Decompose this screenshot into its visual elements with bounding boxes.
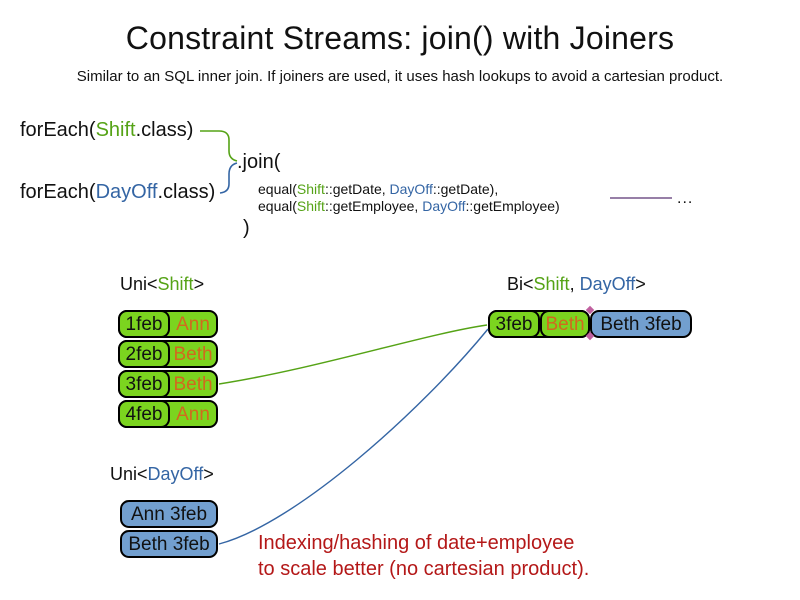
dayoff-row-2: Beth 3feb [120, 530, 218, 558]
heading-text: > [203, 464, 214, 484]
shift-to-bi-connector [218, 324, 488, 385]
uni-shift-heading: Uni<Shift> [120, 274, 204, 295]
heading-text: Bi< [507, 274, 534, 294]
code-join-close: ) [243, 217, 250, 239]
bi-row-shift-part: 3feb Beth [488, 310, 590, 338]
code-joiner-employee: equal(Shift::getEmployee, DayOff::getEmp… [258, 198, 560, 214]
employee-label: Beth [173, 373, 213, 395]
bi-date-cell: 3feb [488, 310, 540, 338]
dayoff-to-bi-connector [218, 328, 489, 545]
shift-date-cell: 1feb [118, 310, 170, 338]
employee-label: Beth [545, 313, 585, 335]
brace-dayoff-connector [219, 162, 238, 194]
shift-class-token: Shift [95, 119, 136, 141]
code-text: forEach( [20, 119, 96, 141]
code-foreach-shift: forEach(Shift.class) [20, 119, 193, 142]
date-label: 2feb [125, 343, 163, 365]
shift-row-2: 2feb Beth [118, 340, 218, 368]
date-label: 3feb [495, 313, 533, 335]
page-subtitle: Similar to an SQL inner join. If joiners… [76, 68, 724, 85]
annotation-text: Indexing/hashing of date+employee to sca… [258, 530, 589, 582]
heading-text: Uni< [110, 464, 148, 484]
bi-row-dayoff-part: Beth 3feb [590, 310, 692, 338]
dayoff-class-token: DayOff [389, 181, 433, 197]
code-text: equal( [258, 198, 297, 214]
code-text: ::getDate, [324, 181, 390, 197]
code-text: ::getEmployee, [324, 198, 423, 214]
shift-date-cell: 2feb [118, 340, 170, 368]
date-label: 1feb [125, 313, 163, 335]
shift-employee-cell: Beth [170, 375, 216, 394]
shift-employee-cell: Beth [170, 345, 216, 364]
code-text: .class) [157, 181, 216, 203]
employee-label: Ann [176, 313, 210, 335]
page-title: Constraint Streams: join() with Joiners [125, 20, 675, 56]
dayoff-class-token: DayOff [579, 274, 636, 294]
code-text: equal( [258, 181, 297, 197]
annotation-line-1: Indexing/hashing of date+employee [258, 532, 575, 554]
code-join-open: .join( [237, 151, 281, 173]
code-joiner-date: equal(Shift::getDate, DayOff::getDate), [258, 181, 498, 197]
shift-employee-cell: Ann [170, 315, 216, 334]
date-label: 3feb [125, 373, 163, 395]
heading-text: > [635, 274, 646, 294]
dayoff-label: Ann 3feb [130, 503, 208, 525]
shift-date-cell: 4feb [118, 400, 170, 428]
shift-class-token: Shift [296, 181, 325, 197]
dayoff-label: Beth 3feb [600, 313, 682, 335]
heading-text: Uni< [120, 274, 158, 294]
bi-employee-cell: Beth [540, 310, 590, 338]
shift-class-token: Shift [533, 274, 570, 294]
code-foreach-dayoff: forEach(DayOff.class) [20, 181, 215, 204]
heading-text: > [193, 274, 205, 294]
more-joiners-ellipsis: ... [677, 190, 694, 207]
code-text: forEach( [20, 181, 96, 203]
dayoff-class-token: DayOff [422, 198, 466, 214]
shift-row-3: 3feb Beth [118, 370, 218, 398]
uni-dayoff-heading: Uni<DayOff> [110, 464, 214, 485]
shift-date-cell: 3feb [118, 370, 170, 398]
dayoff-class-token: DayOff [95, 181, 158, 203]
shift-class-token: Shift [296, 198, 325, 214]
shift-employee-cell: Ann [170, 405, 216, 424]
shift-row-1: 1feb Ann [118, 310, 218, 338]
heading-text: , [569, 274, 580, 294]
bi-heading: Bi<Shift, DayOff> [507, 274, 646, 295]
date-label: 4feb [125, 403, 163, 425]
annotation-line-2: to scale better (no cartesian product). [258, 558, 590, 580]
dayoff-label: Beth 3feb [128, 533, 210, 555]
brace-shift-connector [200, 130, 238, 162]
code-text: ::getDate), [432, 181, 499, 197]
dayoff-class-token: DayOff [147, 464, 204, 484]
employee-label: Beth [173, 343, 213, 365]
code-text: ::getEmployee) [465, 198, 560, 214]
shift-row-4: 4feb Ann [118, 400, 218, 428]
dayoff-row-1: Ann 3feb [120, 500, 218, 528]
shift-class-token: Shift [157, 274, 194, 294]
code-text: .class) [135, 119, 194, 141]
employee-label: Ann [176, 403, 210, 425]
